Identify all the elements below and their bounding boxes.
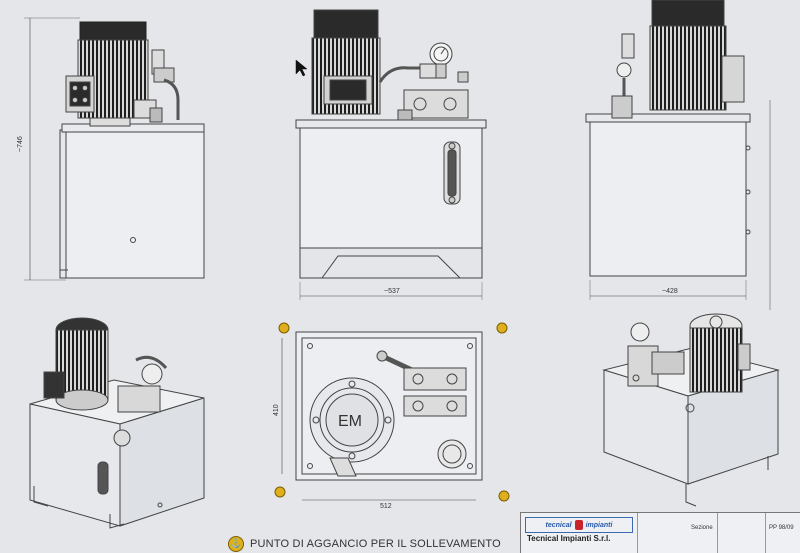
lifting-point-icon xyxy=(274,322,510,502)
view-iso-right xyxy=(602,313,780,507)
title-cell xyxy=(637,513,638,553)
view-plan: EM 410 512 xyxy=(273,322,510,510)
dim-plan-width: 512 xyxy=(380,503,392,510)
dim-plan-height: 410 xyxy=(273,404,280,416)
lifting-notice: ⚓ PUNTO DI AGGANCIO PER IL SOLLEVAMENTO xyxy=(228,535,501,552)
title-field-2: PP 98/09 xyxy=(769,525,794,531)
view-side-right: ~428 xyxy=(585,0,771,310)
logo-text-right: impianti xyxy=(585,521,613,529)
view-iso-left xyxy=(29,317,205,529)
logo-text-left: tecnical xyxy=(545,521,572,529)
motor-label: EM xyxy=(338,413,362,430)
title-block: tecnical impianti Tecnical Impianti S.r.… xyxy=(520,512,800,553)
company-logo: tecnical impianti xyxy=(525,517,633,533)
title-cell xyxy=(717,513,718,553)
dim-right-width: ~428 xyxy=(662,288,678,295)
view-front-left: ~746 xyxy=(17,17,205,281)
dim-front-height: ~746 xyxy=(17,136,24,152)
company-name: Tecnical Impianti S.r.l. xyxy=(527,534,611,543)
title-cell xyxy=(765,513,766,553)
logo-mark-icon xyxy=(574,520,583,530)
view-front-middle: ~537 xyxy=(295,9,487,300)
lifting-notice-text: PUNTO DI AGGANCIO PER IL SOLLEVAMENTO xyxy=(250,537,501,550)
title-field-1: Sezione xyxy=(691,525,713,531)
dim-middle-width: ~537 xyxy=(384,288,400,295)
lifting-point-icon: ⚓ xyxy=(228,535,244,552)
